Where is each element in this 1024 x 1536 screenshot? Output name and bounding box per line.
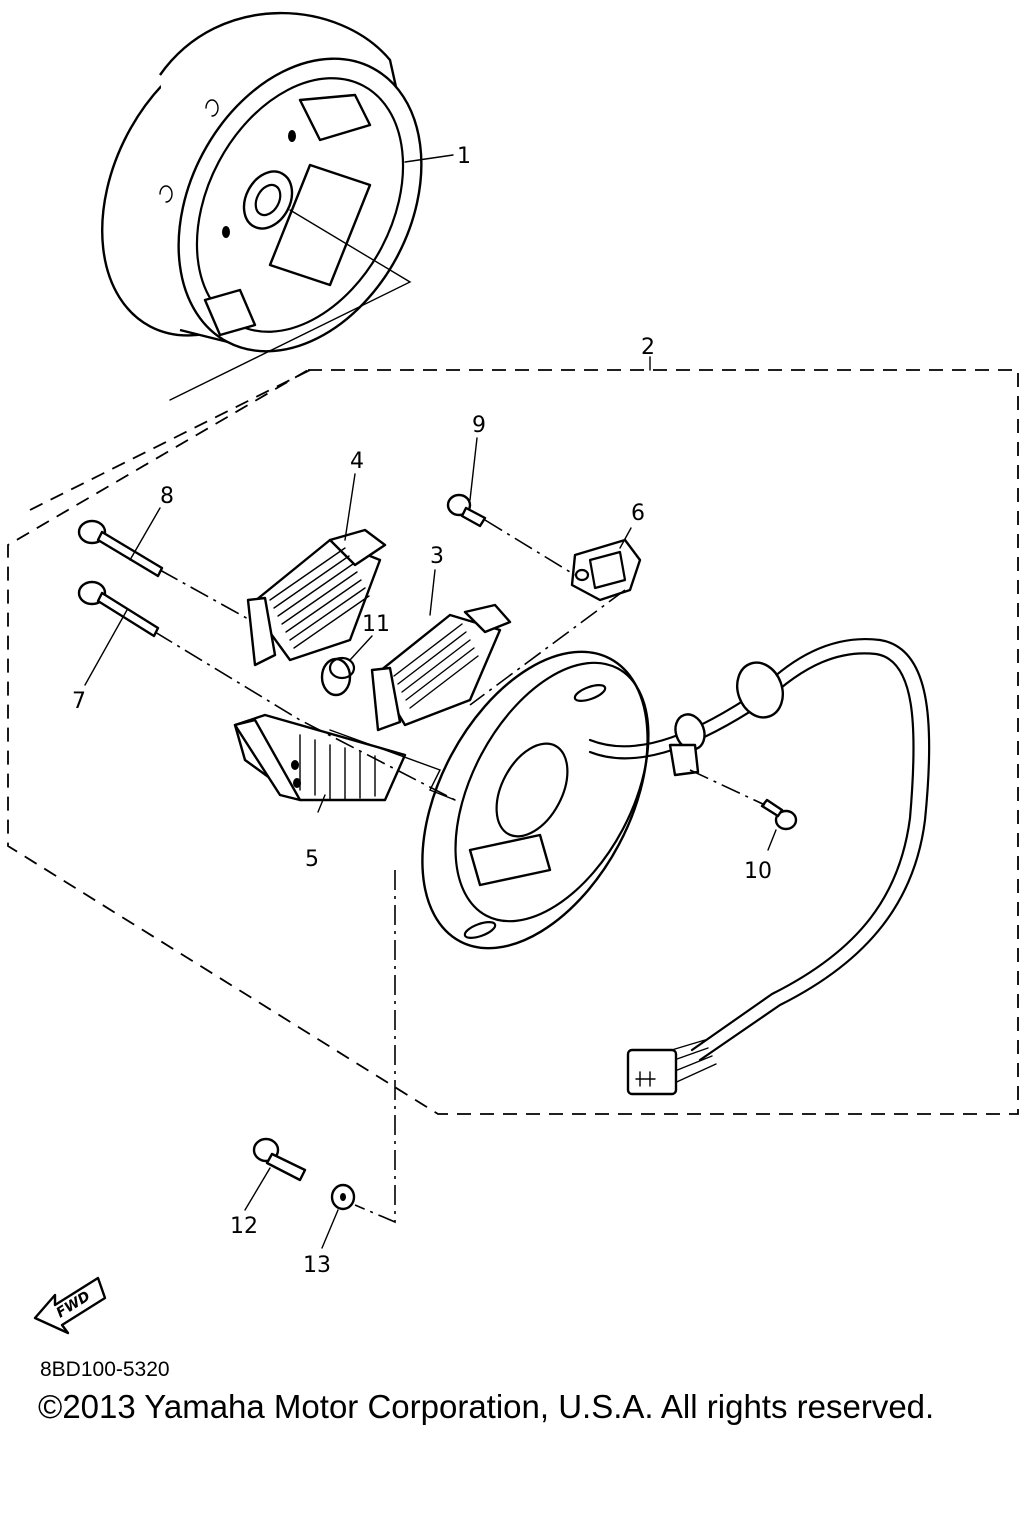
wire-clamp	[570, 538, 642, 602]
bolt-7	[77, 580, 160, 638]
wire-harness	[588, 638, 931, 1096]
callout-9: 9	[472, 413, 486, 438]
callout-4: 4	[350, 449, 364, 474]
copyright-notice: ©2013 Yamaha Motor Corporation, U.S.A. A…	[38, 1388, 935, 1425]
pickup-coil	[233, 713, 407, 802]
callout-6: 6	[631, 501, 645, 526]
assembly-lines	[154, 519, 766, 1224]
callout-7: 7	[72, 689, 86, 714]
callout-11: 11	[362, 612, 390, 637]
screw-10	[760, 798, 798, 831]
bolt-8	[77, 519, 164, 578]
diagram-code: 8BD100-5320	[40, 1358, 170, 1381]
lighting-coil	[246, 528, 387, 667]
leader-lines	[84, 154, 777, 1249]
collar	[320, 656, 356, 697]
callout-13: 13	[303, 1253, 331, 1278]
callout-12: 12	[230, 1214, 258, 1239]
source-coil	[370, 603, 512, 732]
coupler-connector	[626, 1048, 678, 1096]
screw-12	[252, 1137, 307, 1182]
callout-10: 10	[744, 859, 772, 884]
callout-3: 3	[430, 544, 444, 569]
flywheel-rotor	[101, 11, 423, 401]
callout-1: 1	[457, 144, 471, 169]
callout-5: 5	[305, 847, 319, 872]
screw-9	[446, 493, 487, 528]
washer-13	[330, 1183, 356, 1211]
callout-2: 2	[641, 335, 655, 360]
callout-8: 8	[160, 484, 174, 509]
stator-base-plate	[421, 650, 650, 950]
assembly-boundary	[7, 369, 1019, 1115]
fwd-arrow-icon: FWD	[33, 1276, 107, 1335]
callout-labels: 1 2 3 4 5 6 7 8 9 10 11 12 13	[72, 144, 772, 1278]
